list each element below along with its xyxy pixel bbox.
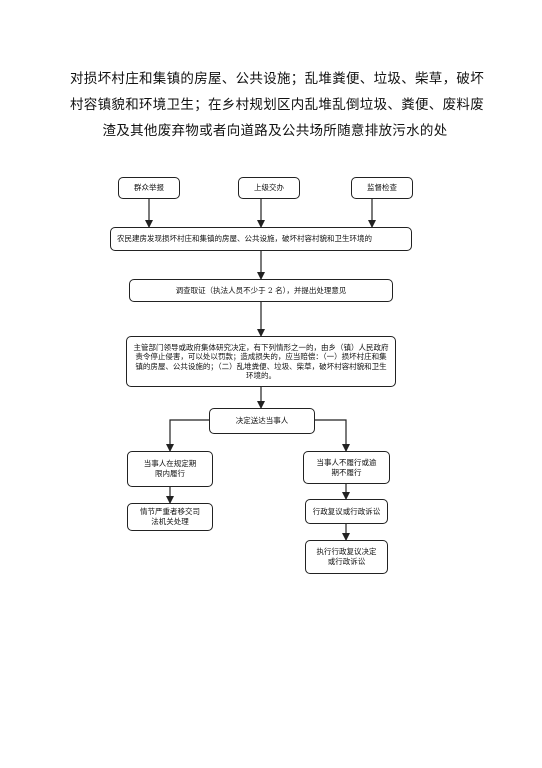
node-investigate-collect-evidence: 调查取证（执法人员不少于 2 名），并提出处理意见	[129, 279, 393, 302]
page-title: 对损坏村庄和集镇的房屋、公共设施；乱堆粪便、垃圾、柴草，破坏 村容镇貌和环境卫生…	[70, 66, 484, 144]
node-public-report: 群众举报	[118, 177, 180, 199]
node-party-complies: 当事人在规定期限内履行	[127, 451, 213, 487]
node-collective-decision: 主管部门领导或政府集体研究决定，有下列情形之一的，由乡（镇）人民政府责令停止侵害…	[126, 336, 396, 387]
title-line-2: 村容镇貌和环境卫生；在乡村规划区内乱堆乱倒垃圾、粪便、废料废	[70, 97, 484, 113]
title-line-3: 渣及其他废弃物或者向道路及公共场所随意排放污水的处	[102, 123, 448, 139]
node-supervision-inspection: 监督检查	[351, 177, 413, 199]
title-line-1: 对损坏村庄和集镇的房屋、公共设施；乱堆粪便、垃圾、柴草，破坏	[70, 71, 484, 87]
node-transfer-judicial: 情节严重者移交司法机关处理	[127, 503, 213, 531]
arrow-deliver-noncomply	[315, 419, 350, 452]
node-enforce-review-decision: 执行行政复议决定或行政诉讼	[305, 540, 388, 574]
node-administrative-review: 行政复议或行政诉讼	[305, 499, 388, 524]
arrow-deliver-comply	[166, 419, 209, 452]
node-superior-assign: 上级交办	[238, 177, 300, 199]
node-party-fails-to-comply: 当事人不履行或逾期不履行	[303, 451, 390, 484]
node-violation-discovered: 农民建房发现损坏村庄和集镇的房屋、公共设施，破坏村容村貌和卫生环境的	[110, 227, 412, 251]
node-deliver-decision: 决定送达当事人	[209, 408, 315, 434]
